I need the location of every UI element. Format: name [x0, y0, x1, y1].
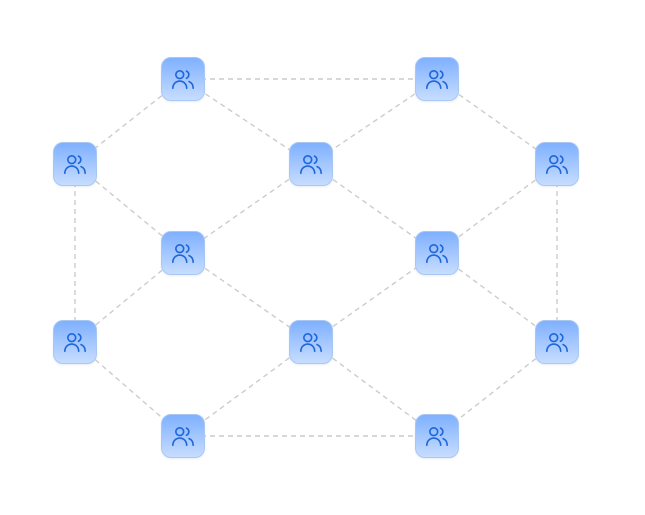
node-n3[interactable] [53, 142, 97, 186]
edge-n8-n10 [436, 252, 558, 343]
users-icon [298, 329, 324, 355]
users-icon [298, 151, 324, 177]
node-n9[interactable] [53, 320, 97, 364]
users-icon [62, 329, 88, 355]
node-n6[interactable] [161, 231, 205, 275]
users-icon [424, 66, 450, 92]
users-icon [544, 151, 570, 177]
users-icon [424, 240, 450, 266]
node-n7[interactable] [289, 320, 333, 364]
users-icon [170, 66, 196, 92]
node-n8[interactable] [415, 231, 459, 275]
edge-n2-n4 [436, 78, 558, 165]
node-n4[interactable] [535, 142, 579, 186]
users-icon [62, 151, 88, 177]
node-n5[interactable] [289, 142, 333, 186]
node-n11[interactable] [161, 414, 205, 458]
users-icon [170, 423, 196, 449]
users-icon [170, 240, 196, 266]
node-n12[interactable] [415, 414, 459, 458]
edge-n4-n8 [436, 163, 558, 254]
node-n1[interactable] [161, 57, 205, 101]
node-n2[interactable] [415, 57, 459, 101]
node-n10[interactable] [535, 320, 579, 364]
users-icon [424, 423, 450, 449]
users-icon [544, 329, 570, 355]
